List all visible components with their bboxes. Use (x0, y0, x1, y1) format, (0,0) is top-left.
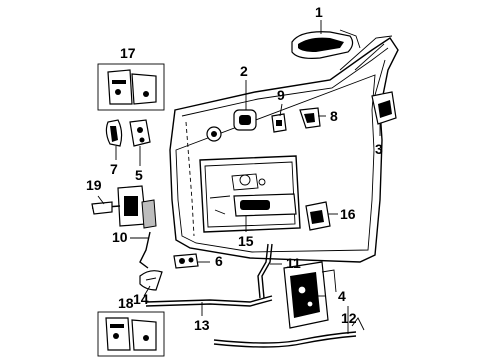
callout-17: 17 (120, 45, 136, 61)
callout-7: 7 (110, 161, 118, 177)
callout-5: 5 (135, 167, 143, 183)
callout-3: 3 (375, 141, 383, 157)
rod-clip (271, 113, 287, 133)
callout-4: 4 (338, 288, 346, 304)
callout-11: 11 (286, 255, 301, 271)
callout-9: 9 (277, 87, 285, 103)
callout-10: 10 (112, 229, 128, 245)
vertical-rod (257, 243, 273, 299)
hinge-half (129, 119, 151, 147)
cable-end (139, 270, 163, 291)
door-panel (169, 35, 399, 263)
door-striker (371, 91, 397, 125)
upper-door-hinge (105, 119, 123, 147)
callout-2: 2 (240, 63, 248, 79)
grommet (206, 126, 222, 142)
trim-pad (305, 201, 331, 231)
door-latch (283, 261, 337, 329)
lock-rod (139, 199, 157, 269)
latch-bracket (299, 107, 321, 129)
callout-16: 16 (340, 206, 356, 222)
release-cable (213, 317, 365, 348)
callout-18: 18 (118, 295, 134, 311)
inside-handle-bezel (233, 193, 297, 217)
door-lock-cylinder (233, 109, 257, 131)
lower-hinge-inset (97, 311, 165, 357)
callout-labels: 1 2 3 4 5 6 7 8 9 10 11 12 13 14 15 16 1… (86, 4, 383, 333)
callout-19: 19 (86, 177, 102, 193)
long-rod (145, 295, 273, 307)
callout-13: 13 (194, 317, 210, 333)
callout-8: 8 (330, 108, 338, 124)
callout-1: 1 (315, 4, 323, 20)
callout-12: 12 (341, 310, 357, 326)
leader-lines (97, 20, 381, 334)
callout-15: 15 (238, 233, 254, 249)
outside-handle (291, 29, 361, 59)
upper-hinge-inset (97, 63, 165, 111)
lock-actuator (173, 253, 199, 269)
door-check (91, 185, 147, 227)
callout-14: 14 (133, 291, 149, 307)
inner-panel-opening (199, 155, 301, 233)
callout-6: 6 (215, 253, 223, 269)
